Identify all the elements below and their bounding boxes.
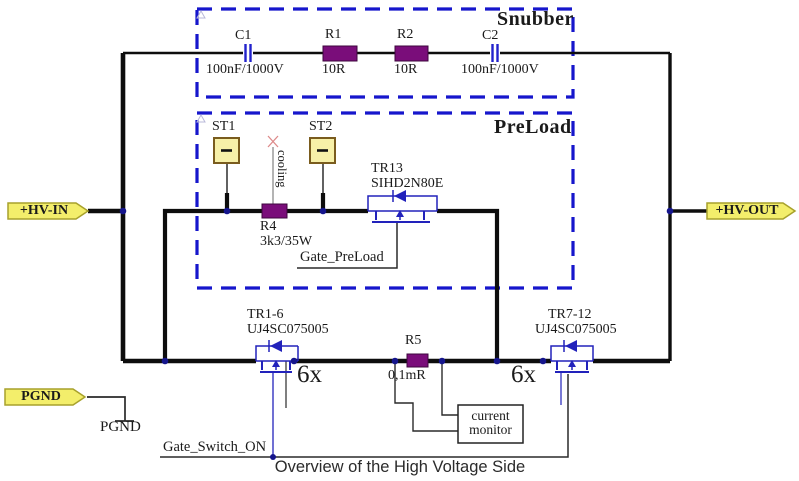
tr1-6-multiplier: 6x [297,361,322,388]
tr7-12-multiplier: 6x [511,361,536,388]
cooling-x-icon [267,135,279,148]
gate-preload-label: Gate_PreLoad [300,249,384,265]
tr1-6-part: UJ4SC075005 [247,322,329,337]
tr7-12-part: UJ4SC075005 [535,322,617,337]
st2-ref: ST2 [309,119,333,134]
hv-out-label: +HV-OUT [715,203,779,218]
pgnd-connector-label: PGND [21,389,61,404]
tr7-12-ref: TR7-12 [548,307,592,322]
c2-ref: C2 [482,28,499,43]
snubber-section-label: Snubber [497,8,574,30]
junction-dots [119,207,674,460]
c1-value: 100nF/1000V [206,62,284,77]
current-monitor-label: current monitor [458,408,523,438]
mosfet-tr1-6 [255,340,299,457]
preload-box [195,111,575,290]
shunt-sense-wire-b [441,363,458,416]
hv-in-connector [7,202,90,220]
r4-ref: R4 [260,219,277,234]
capacitor-c1 [244,44,252,62]
r4-value: 3k3/35W [260,234,313,249]
pgnd-wire [87,396,134,422]
corner-marker [196,9,206,19]
r1-ref: R1 [325,27,342,42]
r1-value: 10R [322,62,346,77]
thermal-switch-st2 [309,137,336,164]
cooling-label: cooling [275,150,289,188]
pgnd-net-label: PGND [100,419,141,435]
r2-value: 10R [394,62,418,77]
shunt-sense-wire-a [394,363,458,432]
gate-switch-on-wire [160,374,569,458]
mosfet-tr13 [367,190,438,223]
resistor-r4 [261,203,288,219]
c1-ref: C1 [235,28,252,43]
tr13-ref: TR13 [371,161,403,176]
r5-ref: R5 [405,333,422,348]
c2-value: 100nF/1000V [461,62,539,77]
st1-ref: ST1 [212,119,236,134]
gate-switch-on-label: Gate_Switch_ON [163,439,267,455]
diagram-caption: Overview of the High Voltage Side [274,458,526,476]
power-wires [88,51,707,364]
resistor-r1 [322,45,358,62]
hv-in-label: +HV-IN [19,203,69,218]
pgnd-connector [4,388,87,406]
tr1-6-ref: TR1-6 [247,307,284,322]
resistor-r2 [394,45,429,62]
mosfet-tr7-12 [550,340,594,405]
r2-ref: R2 [397,27,414,42]
preload-section-label: PreLoad [494,116,572,138]
current-monitor-line2: monitor [469,422,512,438]
capacitor-c2 [491,44,499,62]
tr13-part: SIHD2N80E [371,176,444,191]
r5-value: 0,1mR [388,368,426,383]
hv-out-connector [706,202,797,220]
signal-wires [87,222,569,458]
current-monitor-box [457,404,524,444]
thermal-switch-st1 [213,137,240,164]
current-monitor-line1: current [471,408,510,423]
corner-marker [196,113,206,123]
resistor-r5-shunt [406,353,429,368]
gate-preload-wire [297,222,398,269]
